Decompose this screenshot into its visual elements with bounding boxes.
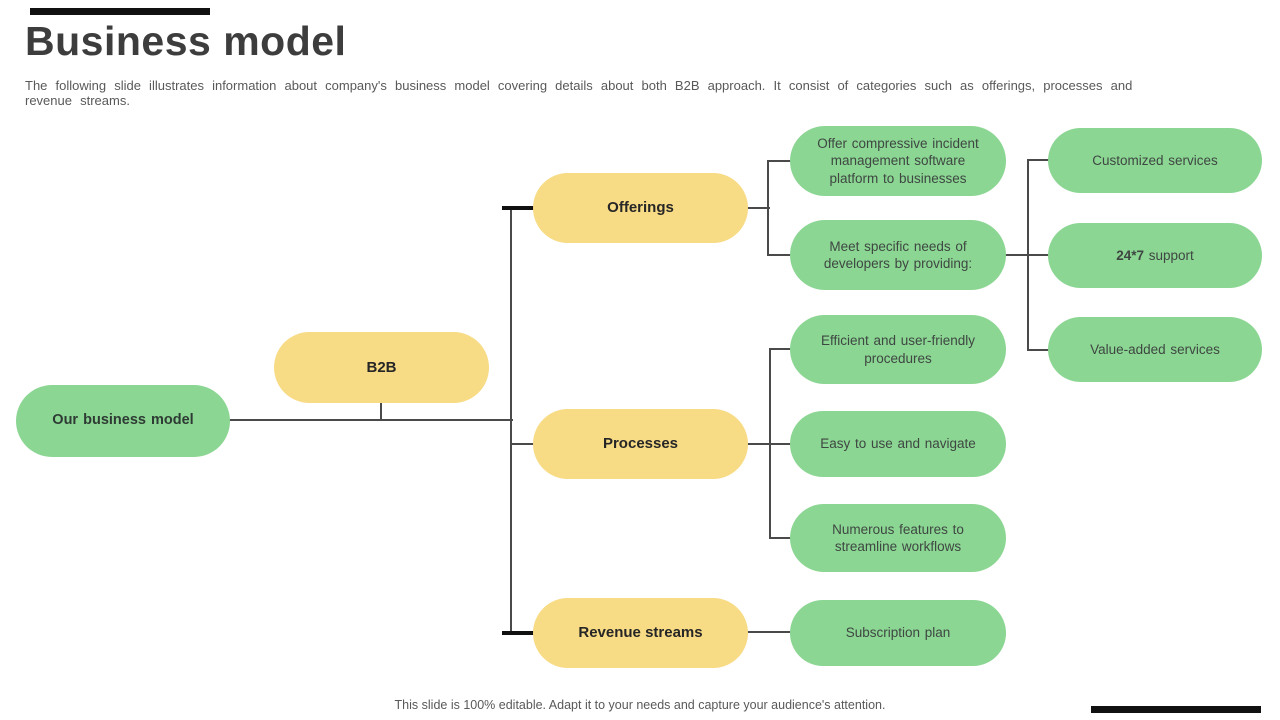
node-our-business-model: Our business model	[16, 385, 230, 457]
node-processes: Processes	[533, 409, 748, 479]
node-customized-services: Customized services	[1048, 128, 1262, 193]
node-b2b-label: B2B	[366, 358, 397, 376]
connector-processes-branch	[769, 348, 771, 539]
node-our-business-model-label: Our business model	[52, 412, 194, 429]
node-efficient-label: Efficient and user-friendly procedures	[820, 333, 976, 366]
node-customized-services-label: Customized services	[1092, 152, 1218, 168]
connector-processes-stub	[510, 443, 535, 445]
node-offer-platform-label: Offer compressive incident management so…	[817, 135, 979, 186]
node-support-bold: 24*7	[1116, 247, 1144, 263]
node-subscription-plan-label: Subscription plan	[845, 625, 951, 641]
node-support-label: 24*7 support	[1116, 247, 1194, 265]
connector-to-customized	[1027, 159, 1050, 161]
slide-footer-note: This slide is 100% editable. Adapt it to…	[394, 698, 886, 712]
node-meet-needs-label: Meet specific needs of developers by pro…	[823, 238, 973, 272]
node-support-rest: support	[1144, 247, 1194, 263]
top-left-accent-bar	[30, 8, 210, 15]
connector-root-to-trunk	[228, 419, 513, 421]
slide-subtitle: The following slide illustrates informat…	[25, 78, 1133, 108]
node-value-added-label: Value-added services	[1090, 341, 1220, 357]
connector-right-branch	[1027, 159, 1029, 351]
connector-to-meet-needs	[767, 254, 792, 256]
node-meet-needs: Meet specific needs of developers by pro…	[790, 220, 1006, 290]
node-numerous-features: Numerous features to streamline workflow…	[790, 504, 1006, 572]
connector-to-value-added	[1027, 349, 1050, 351]
node-offerings-label: Offerings	[607, 199, 674, 217]
connector-offerings-branch	[767, 160, 769, 256]
connector-to-efficient	[769, 348, 792, 350]
node-offer-platform: Offer compressive incident management so…	[790, 126, 1006, 196]
node-easy-navigate-label: Easy to use and navigate	[820, 436, 976, 452]
connector-offerings-stub	[502, 206, 534, 210]
node-value-added: Value-added services	[1048, 317, 1262, 382]
node-efficient: Efficient and user-friendly procedures	[790, 315, 1006, 384]
node-support: 24*7 support	[1048, 223, 1262, 288]
connector-revenue-right	[746, 631, 792, 633]
bottom-right-accent-bar	[1091, 706, 1261, 713]
connector-revenue-stub	[502, 631, 534, 635]
node-easy-navigate: Easy to use and navigate	[790, 411, 1006, 477]
connector-to-numerous	[769, 537, 792, 539]
connector-offerings-right	[746, 207, 770, 209]
node-subscription-plan: Subscription plan	[790, 600, 1006, 666]
connector-to-offer-platform	[767, 160, 792, 162]
node-processes-label: Processes	[602, 435, 679, 453]
node-revenue-streams: Revenue streams	[533, 598, 748, 668]
connector-b2b-drop	[380, 402, 382, 420]
node-numerous-features-label: Numerous features to streamline workflow…	[832, 521, 964, 555]
page-title: Business model	[25, 18, 347, 64]
node-offerings: Offerings	[533, 173, 748, 243]
connector-trunk-vertical	[510, 207, 512, 635]
node-b2b: B2B	[274, 332, 489, 403]
node-revenue-streams-label: Revenue streams	[578, 624, 703, 642]
